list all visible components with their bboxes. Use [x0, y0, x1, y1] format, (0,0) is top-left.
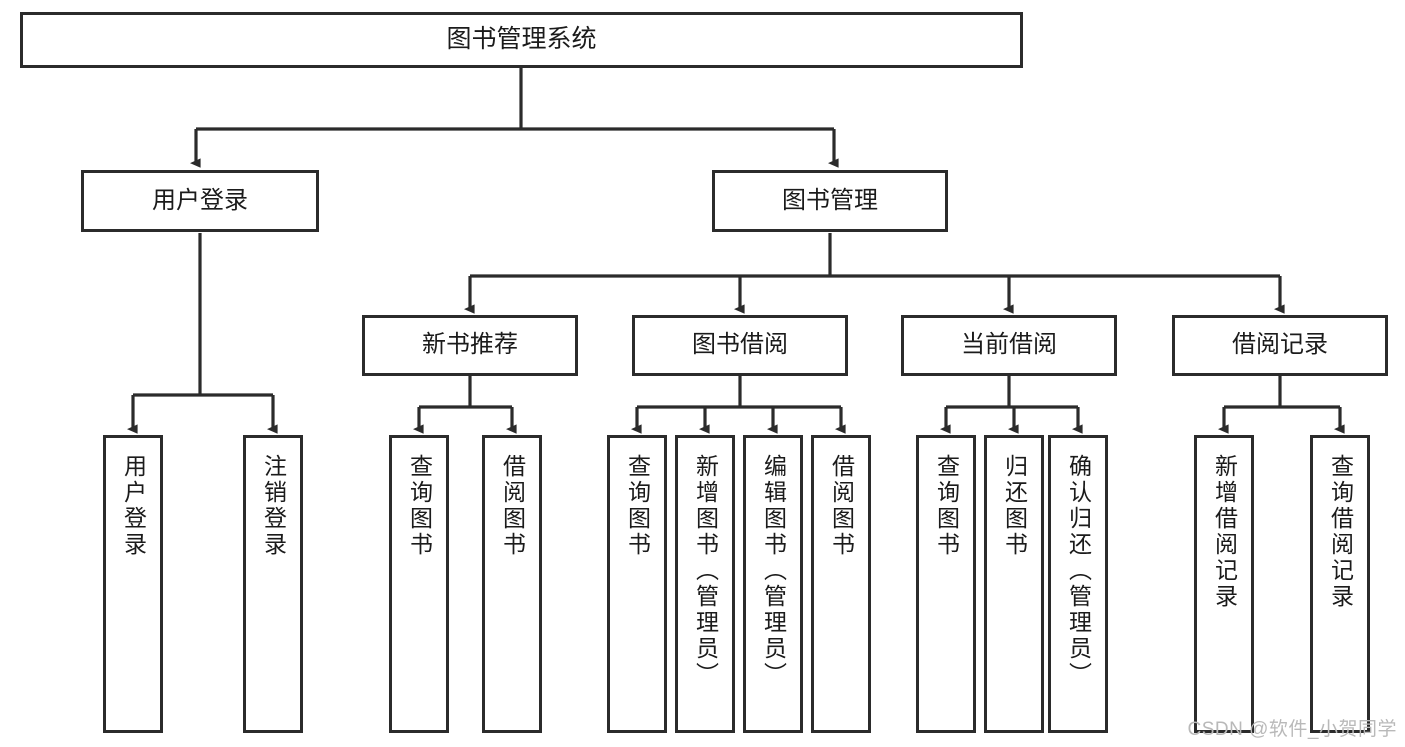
node-leaf-query-book[interactable]: 查询图书 [607, 435, 667, 733]
node-leaf-return-book[interactable]: 归还图书 [984, 435, 1044, 733]
node-label: 新增图书（管理员） [692, 454, 719, 688]
node-label: 编辑图书（管理员） [760, 454, 787, 688]
node-label: 查询图书 [933, 454, 960, 558]
node-leaf-query-borrow-record[interactable]: 查询借阅记录 [1310, 435, 1370, 733]
node-label: 图书管理系统 [446, 25, 597, 54]
node-leaf-logout[interactable]: 注销登录 [243, 435, 303, 733]
node-leaf-query-book-current[interactable]: 查询图书 [916, 435, 976, 733]
node-current-borrow[interactable]: 当前借阅 [901, 315, 1117, 376]
node-label: 图书管理 [782, 186, 878, 214]
node-user-login[interactable]: 用户登录 [81, 170, 319, 232]
node-new-book-recommend[interactable]: 新书推荐 [362, 315, 578, 376]
node-book-borrow[interactable]: 图书借阅 [632, 315, 848, 376]
node-leaf-add-borrow-record[interactable]: 新增借阅记录 [1194, 435, 1254, 733]
node-leaf-borrow-book-recommend[interactable]: 借阅图书 [482, 435, 542, 733]
node-label: 新增借阅记录 [1211, 454, 1238, 610]
node-label: 确认归还（管理员） [1065, 454, 1092, 688]
node-label: 借阅图书 [499, 454, 526, 558]
node-label: 查询图书 [406, 454, 433, 558]
node-label: 用户登录 [120, 454, 147, 558]
node-label: 用户登录 [152, 186, 248, 214]
node-book-management[interactable]: 图书管理 [712, 170, 948, 232]
node-root-system[interactable]: 图书管理系统 [20, 12, 1023, 68]
node-label: 注销登录 [260, 454, 287, 558]
node-leaf-user-login[interactable]: 用户登录 [103, 435, 163, 733]
node-label: 图书借阅 [692, 331, 788, 359]
node-borrow-record[interactable]: 借阅记录 [1172, 315, 1388, 376]
node-label: 新书推荐 [422, 331, 518, 359]
node-leaf-edit-book-admin[interactable]: 编辑图书（管理员） [743, 435, 803, 733]
node-label: 查询图书 [624, 454, 651, 558]
node-leaf-borrow-book[interactable]: 借阅图书 [811, 435, 871, 733]
node-label: 归还图书 [1001, 454, 1028, 558]
node-label: 当前借阅 [961, 331, 1057, 359]
node-leaf-confirm-return-admin[interactable]: 确认归还（管理员） [1048, 435, 1108, 733]
node-label: 借阅图书 [828, 454, 855, 558]
node-label: 查询借阅记录 [1327, 454, 1354, 610]
node-leaf-add-book-admin[interactable]: 新增图书（管理员） [675, 435, 735, 733]
node-leaf-query-book-recommend[interactable]: 查询图书 [389, 435, 449, 733]
node-label: 借阅记录 [1232, 331, 1328, 359]
